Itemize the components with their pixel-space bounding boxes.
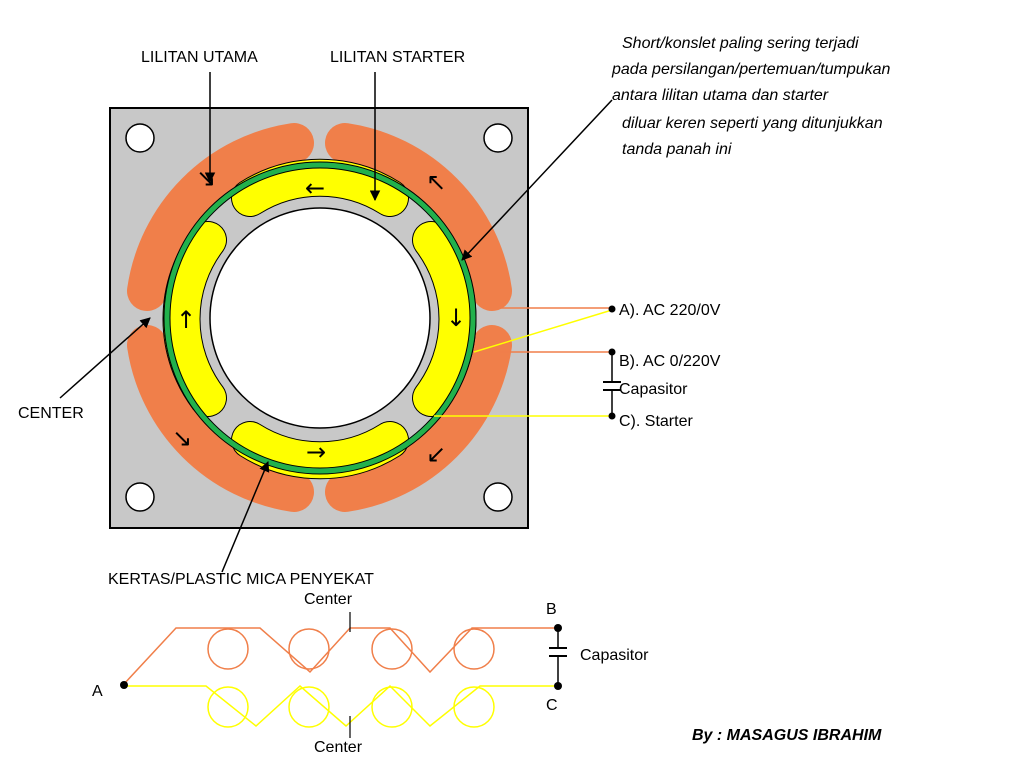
main-coil-top-left xyxy=(127,123,314,311)
label-terminal-c: C). Starter xyxy=(619,413,693,430)
label-terminal-a: A). AC 220/0V xyxy=(619,302,721,319)
schematic-label-a: A xyxy=(92,683,103,700)
starter-coil-left xyxy=(163,222,226,416)
note-line: tanda panah ini xyxy=(622,141,732,158)
schematic-starter-winding xyxy=(124,684,558,728)
terminal-c-dot xyxy=(608,412,616,420)
author-credit: By : MASAGUS IBRAHIM xyxy=(692,727,882,744)
note-line: Short/konslet paling sering terjadi xyxy=(622,35,859,52)
current-direction-arrows: ← → ↑ ↓ ↘ ↖ ↘ ↙ xyxy=(172,164,466,468)
schematic-starter-turn xyxy=(288,686,330,728)
main-coil-bottom-left xyxy=(127,325,314,512)
schematic-node-c xyxy=(554,682,562,690)
mounting-hole-bl xyxy=(125,482,155,512)
arrow-icon: ↓ xyxy=(446,304,466,332)
schematic-node-b xyxy=(554,624,562,632)
schematic-main-turn xyxy=(207,628,249,670)
terminal-b-dot xyxy=(608,348,616,356)
schematic-label-center-top: Center xyxy=(304,591,353,608)
note-line: antara lilitan utama dan starter xyxy=(612,87,829,104)
arrow-icon: ↖ xyxy=(426,168,446,196)
arrow-icon: ↘ xyxy=(196,164,216,192)
mounting-hole-tl xyxy=(125,123,155,153)
center-leader xyxy=(59,317,151,399)
label-main-winding: LILITAN UTAMA xyxy=(141,49,258,66)
short-circuit-note: Short/konslet paling sering terjadi pada… xyxy=(611,35,891,158)
main-coil-bottom-right xyxy=(325,325,512,512)
schematic-main-turn xyxy=(371,628,413,670)
schematic-main-turn xyxy=(453,628,495,670)
note-line: pada persilangan/pertemuan/tumpukan xyxy=(611,61,891,78)
label-insulator: KERTAS/PLASTIC MICA PENYEKAT xyxy=(108,571,374,588)
label-center: CENTER xyxy=(18,405,84,422)
note-line: diluar keren seperti yang ditunjukkan xyxy=(622,115,883,132)
label-capacitor: Capasitor xyxy=(619,381,688,398)
starter-coil-right xyxy=(413,222,476,416)
insulator-leader xyxy=(221,461,270,573)
schematic-label-capacitor: Capasitor xyxy=(580,647,649,664)
winding-schematic: Center Center A B C Capasitor xyxy=(92,591,649,756)
schematic-main-turn xyxy=(288,628,330,670)
label-terminal-b: B). AC 0/220V xyxy=(619,353,721,370)
schematic-node-a xyxy=(120,681,128,689)
note-leader xyxy=(461,99,613,261)
arrow-icon: ↙ xyxy=(426,440,446,468)
schematic-main-winding xyxy=(123,627,558,685)
arrow-icon: ↑ xyxy=(176,306,196,334)
schematic-starter-turn xyxy=(371,686,413,728)
rotor-bore xyxy=(209,207,431,429)
label-starter-winding: LILITAN STARTER xyxy=(330,49,465,66)
mounting-hole-tr xyxy=(483,123,513,153)
schematic-starter-turn xyxy=(453,686,495,728)
starter-coil-bottom xyxy=(232,422,408,479)
schematic-label-c: C xyxy=(546,697,558,714)
terminal-leads xyxy=(434,307,621,417)
arrow-icon: ← xyxy=(305,174,325,202)
terminal-a-dot xyxy=(608,305,616,313)
starter-coil-top xyxy=(232,159,408,216)
schematic-label-center-bottom: Center xyxy=(314,739,363,756)
schematic-starter-turn xyxy=(207,686,249,728)
schematic-label-b: B xyxy=(546,601,557,618)
arrow-icon: → xyxy=(306,438,326,466)
mounting-hole-br xyxy=(483,482,513,512)
arrow-icon: ↘ xyxy=(172,424,192,452)
